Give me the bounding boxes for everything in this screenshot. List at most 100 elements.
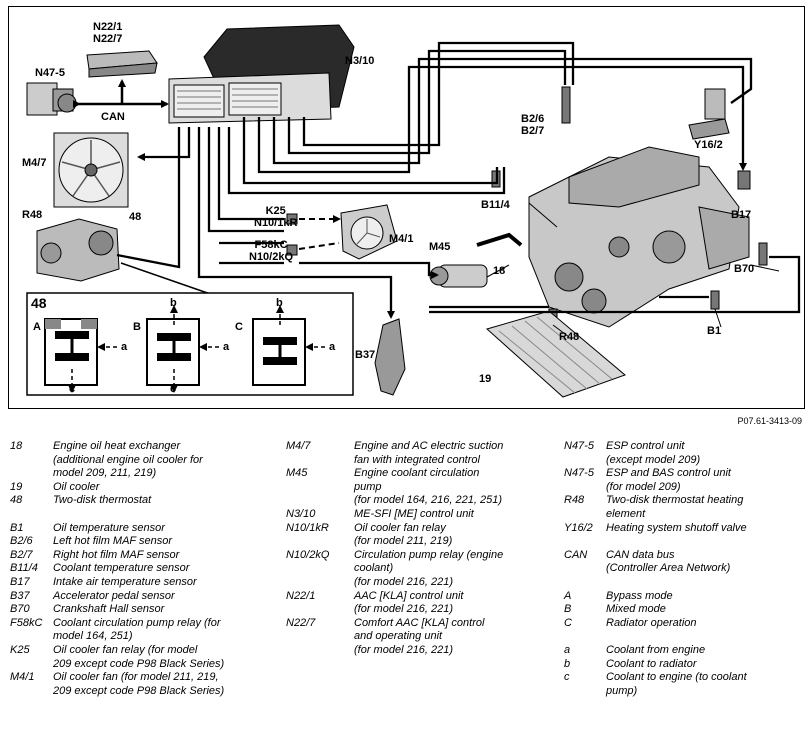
mode-a-port-c: c [69, 383, 76, 395]
legend-code: 18 [10, 440, 23, 452]
legend-code: N3/10 [286, 507, 316, 520]
label-m4-1: M4/1 [389, 233, 414, 245]
legend-description: Two-disk thermostat heating element [606, 494, 744, 520]
label-b70: B70 [734, 263, 755, 275]
legend-column-3: N47-5 ESP control unit (except model 209)… [564, 440, 806, 698]
legend-entry: N22/7 Comfort AAC [KLA] control and opera… [286, 617, 548, 658]
mode-b-port-a: a [223, 341, 230, 353]
me-sfi-control-unit [168, 24, 355, 124]
label-y16-2: Y16/2 [694, 139, 723, 151]
legend-column-2: M4/7 Engine and AC electric suction fan w… [286, 440, 548, 658]
thermostat-modes-inset [26, 292, 354, 396]
inset-leader-line [120, 262, 220, 298]
legend-code: B17 [10, 575, 30, 588]
engine [528, 146, 750, 328]
wiring-harness [116, 41, 801, 319]
legend-spacer [564, 535, 806, 549]
label-b2: B2/6 B2/7 [521, 113, 545, 137]
legend-description: Right hot film MAF sensor [53, 548, 180, 561]
inset-title: 48 [31, 295, 47, 311]
crankshaft-hall-sensor [758, 242, 768, 266]
legend-code: R48 [564, 494, 585, 507]
legend-code: B70 [10, 603, 30, 616]
legend-code: N22/7 [286, 616, 316, 629]
legend-description: Coolant from engine [606, 643, 706, 656]
coolant-circulation-pump [429, 264, 488, 288]
oil-heat-exchanger [476, 232, 523, 247]
legend-code: N47-5 [564, 440, 594, 452]
legend-description: Circulation pump relay (engine coolant) … [354, 548, 504, 588]
legend-description: Oil cooler [53, 480, 100, 493]
legend-description: Accelerator pedal sensor [53, 589, 175, 602]
mode-a-label: A [33, 321, 41, 333]
maf-sensor [561, 86, 571, 124]
label-19: 19 [479, 373, 492, 385]
legend-spacer [564, 630, 806, 644]
legend-code: c [564, 671, 570, 684]
legend-spacer [564, 576, 806, 590]
legend-code: N22/1 [286, 589, 316, 602]
f58-relay [286, 244, 298, 256]
legend-entry: N10/2kQ Circulation pump relay (engine co… [286, 549, 548, 590]
legend-description: Coolant temperature sensor [53, 562, 190, 575]
mode-b-port-b: b [170, 297, 177, 309]
mode-c-label: C [235, 321, 243, 333]
legend-entry: B2/6 Left hot film MAF sensor [10, 535, 270, 549]
mode-a-schematic [44, 318, 117, 393]
label-m4-7: M4/7 [22, 157, 47, 169]
two-disk-thermostat [36, 218, 120, 282]
legend-code: b [564, 657, 571, 670]
legend-code: a [564, 643, 571, 656]
legend-code: N10/2kQ [286, 548, 330, 561]
legend-description: Left hot film MAF sensor [53, 535, 173, 548]
legend-description: Engine and AC electric suction fan with … [354, 440, 504, 466]
mode-c-schematic [252, 305, 325, 386]
aac-control-unit [86, 50, 158, 78]
label-b37: B37 [355, 349, 376, 361]
mode-a-port-a: a [121, 341, 128, 353]
label-18: 18 [493, 265, 506, 277]
legend-code: 48 [10, 494, 23, 507]
legend-code: B37 [10, 589, 30, 602]
legend-description: Oil cooler fan relay (for model 209 exce… [53, 643, 225, 670]
mode-c-port-a: a [329, 341, 336, 353]
legend-code: C [564, 616, 572, 629]
legend-description: Comfort AAC [KLA] control and operating … [354, 616, 485, 656]
legend-entry: B37 Accelerator pedal sensor [10, 590, 270, 604]
legend-code: B2/6 [10, 535, 33, 548]
legend-description: Heating system shutoff valve [606, 521, 747, 534]
electric-suction-fan [53, 132, 129, 208]
legend-code: M45 [286, 467, 308, 480]
legend-description: Mixed mode [606, 603, 666, 616]
legend-code: B11/4 [10, 562, 38, 575]
legend-code: B2/7 [10, 548, 33, 561]
legend-entry: M4/7 Engine and AC electric suction fan w… [286, 440, 548, 467]
legend-description: Radiator operation [606, 616, 697, 629]
can-bus-lines [73, 79, 169, 108]
accelerator-pedal-sensor [374, 318, 406, 396]
label-f58: F58kC N10/2kQ [249, 239, 294, 263]
legend-code: N10/1kR [286, 521, 329, 534]
legend-description: ESP control unit (except model 209) [606, 440, 701, 466]
wiring-diagram: N22/1 N22/7 N47-5 CAN N3/10 M4/7 R48 48 … [8, 6, 805, 409]
label-m45: M45 [429, 241, 451, 253]
legend-code: M4/7 [286, 440, 311, 452]
legend-code: CAN [564, 548, 588, 561]
heating-shutoff-valve [688, 88, 730, 140]
legend-code: M4/1 [10, 671, 35, 684]
label-r48-engine: R48 [559, 331, 580, 343]
